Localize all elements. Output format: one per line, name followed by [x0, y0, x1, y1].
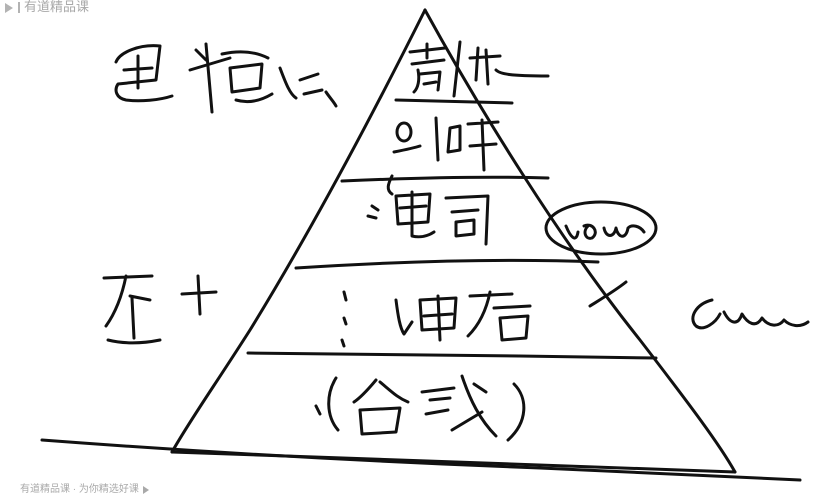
plus-sign: [180, 274, 218, 316]
right-scribble: [691, 298, 810, 330]
right-circle-scribble: [564, 223, 646, 240]
level4-char-3: [466, 290, 532, 342]
level4-mark-2: [342, 316, 348, 326]
right-slash: [588, 280, 628, 308]
level2-char: [446, 118, 500, 172]
divider-3: [294, 258, 600, 270]
divider-4: [246, 351, 658, 360]
level4-char-2: [418, 294, 458, 342]
pyramid-base: [170, 450, 737, 474]
bar-icon: [18, 1, 20, 13]
divider-1: [394, 98, 514, 105]
level1-char-2: [468, 46, 550, 86]
right-circle: [544, 200, 658, 256]
level3-char-1: [386, 174, 436, 239]
left-annotation-scribble: [188, 42, 338, 114]
left-annotation-top: [114, 44, 174, 103]
level5-paren-close: [506, 382, 526, 442]
bottom-watermark-text: 有道精品课 · 为你精选好课: [20, 484, 139, 495]
level5-char-1: [352, 378, 410, 436]
level4-mark-1: [342, 290, 348, 302]
level5-paren-open: [314, 376, 340, 432]
left-annotation-bottom: [102, 274, 162, 345]
play-icon: [4, 2, 14, 13]
top-watermark-text: 有道精品课: [24, 0, 90, 14]
level1-char-1: [408, 42, 447, 94]
level3-char-2: [444, 194, 490, 246]
level1-separator: [452, 40, 462, 98]
bottom-watermark: 有道精品课 · 为你精选好课: [20, 484, 149, 496]
level4-char-1: [394, 298, 414, 336]
pyramid-right-edge: [423, 8, 737, 474]
level2-stroke-b: [434, 116, 440, 162]
level3-marks: [366, 204, 380, 220]
level5-char-2: [420, 374, 498, 438]
divider-2: [340, 175, 550, 183]
arrow-right-icon: [142, 486, 149, 494]
level2-stroke-a: [392, 144, 422, 154]
ground-line: [40, 438, 802, 482]
level2-circle: [395, 121, 413, 143]
top-watermark: 有道精品课: [4, 0, 89, 14]
pyramid-left-edge: [170, 8, 427, 454]
level4-mark-3: [340, 338, 346, 348]
